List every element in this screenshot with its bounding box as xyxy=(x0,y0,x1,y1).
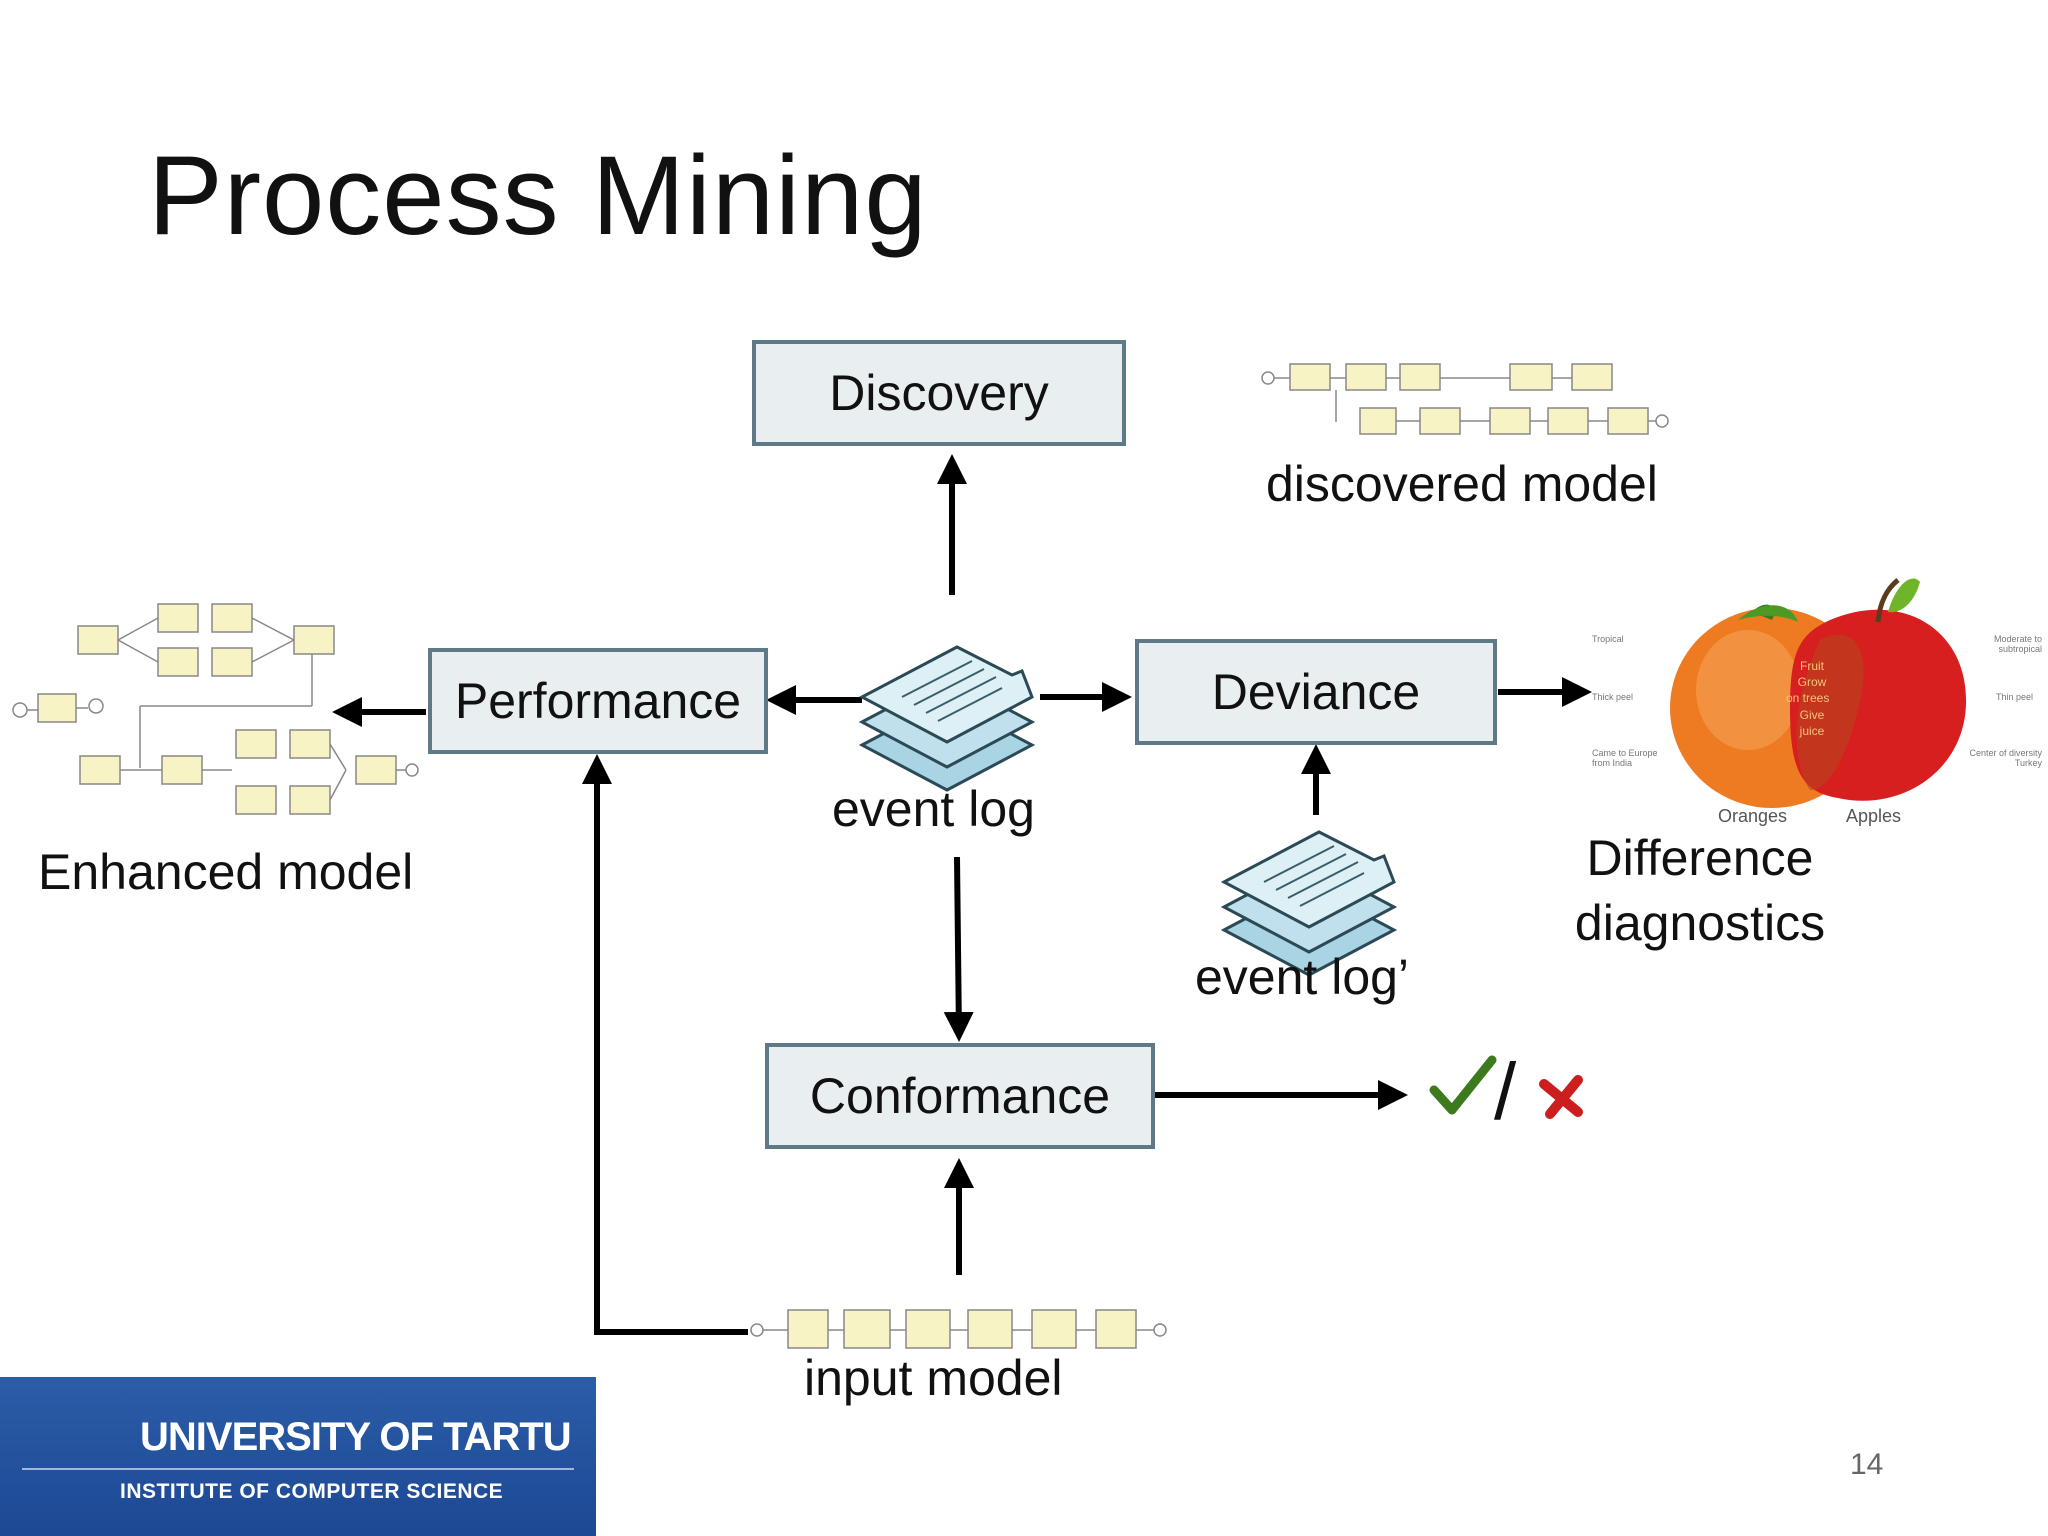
enhanced-model-thumbnail xyxy=(12,603,419,815)
overlap-line-5: juice xyxy=(1799,723,1825,738)
difference-line-1: Difference xyxy=(1586,830,1814,886)
discovery-box: Discovery xyxy=(752,340,1126,446)
university-logo-bar: UNIVERSITY OF TARTU INSTITUTE OF COMPUTE… xyxy=(0,1377,596,1536)
difference-diagnostics-label: Difference diagnostics xyxy=(1570,826,1830,956)
overlap-line-4: Give xyxy=(1799,707,1825,722)
document-stack-icon xyxy=(1220,830,1398,977)
logo-divider xyxy=(22,1468,574,1470)
venn-side-left-2: Thick peel xyxy=(1592,692,1634,702)
orange-apple-venn xyxy=(1670,578,1967,808)
venn-side-right-1: Moderate to subtropical xyxy=(1993,634,2042,654)
performance-box: Performance xyxy=(428,648,768,754)
venn-side-left-3: Came to Europe from India xyxy=(1592,748,1658,768)
flow-arrows xyxy=(332,454,1592,1335)
arrow-model-to-performance xyxy=(582,754,748,1335)
arrow-to-conformance xyxy=(943,856,974,1042)
page-number: 14 xyxy=(1850,1448,1884,1481)
venn-right-label: Apples xyxy=(1846,806,1902,826)
event-log-prime-label: event log’ xyxy=(1195,949,1410,1005)
check-icon xyxy=(1429,1055,1497,1115)
logo-main-text: UNIVERSITY OF TARTU xyxy=(140,1415,572,1459)
venn-side-left-1: Tropical xyxy=(1592,634,1624,644)
discovered-model-thumbnail xyxy=(1261,363,1669,435)
overlap-line-3: on trees xyxy=(1786,691,1830,706)
overlap-line-2: Grow xyxy=(1797,675,1827,690)
enhanced-model-label: Enhanced model xyxy=(38,844,414,900)
slide-title: Process Mining xyxy=(148,133,928,258)
document-stack-icon xyxy=(858,645,1036,792)
overlap-line-1: Fruit xyxy=(1800,659,1824,673)
deviance-box: Deviance xyxy=(1135,639,1497,745)
venn-overlap-text: Fruit Grow on trees Give juice xyxy=(1786,658,1829,739)
input-model-label: input model xyxy=(804,1350,1063,1406)
logo-sub-text: INSTITUTE OF COMPUTER SCIENCE xyxy=(120,1480,504,1503)
discovered-model-label: discovered model xyxy=(1266,456,1658,512)
event-log-label: event log xyxy=(832,781,1035,837)
venn-side-right-3: Center of diversity Turkey xyxy=(1969,748,2042,768)
conformance-box: Conformance xyxy=(765,1043,1155,1149)
venn-side-right-2: Thin peel xyxy=(1996,692,2034,702)
input-model-thumbnail xyxy=(750,1309,1167,1349)
result-separator: / xyxy=(1494,1047,1517,1136)
venn-left-label: Oranges xyxy=(1718,806,1788,826)
cross-icon xyxy=(1539,1075,1583,1119)
difference-line-2: diagnostics xyxy=(1574,895,1826,951)
